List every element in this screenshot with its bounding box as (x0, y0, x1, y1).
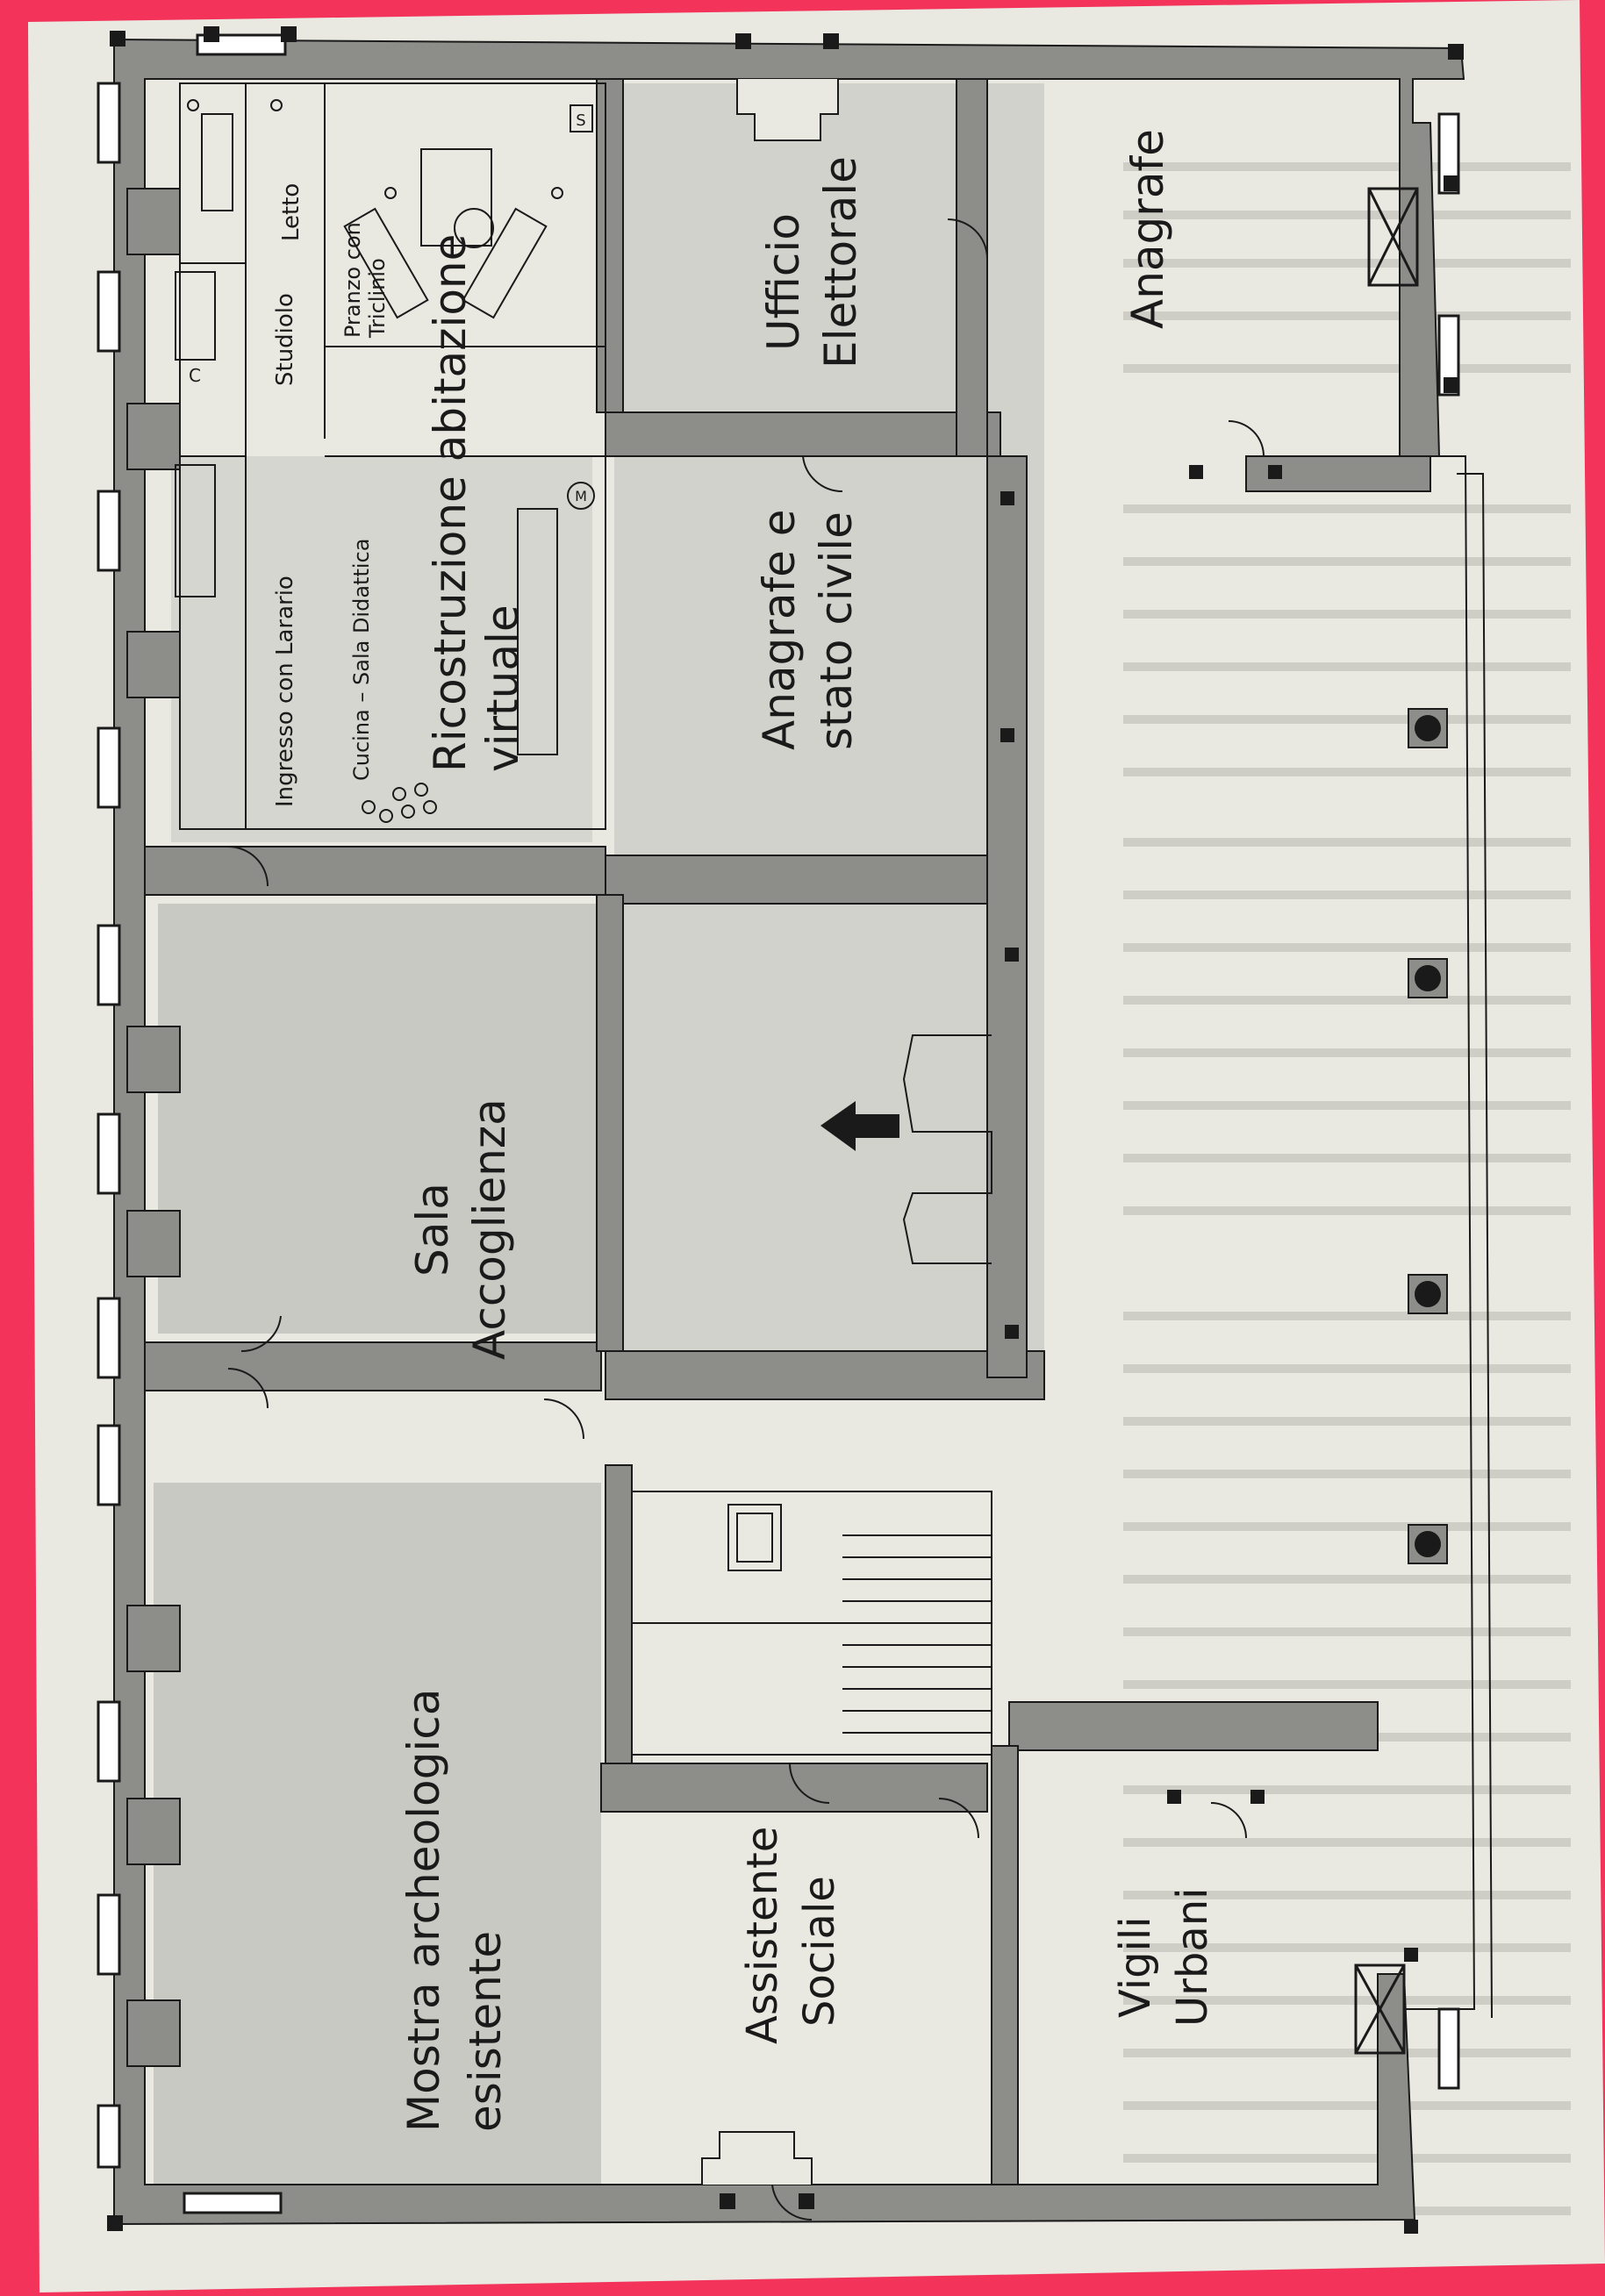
fireplaces (1354, 187, 1419, 2055)
column-icon (1415, 715, 1441, 741)
interior-walls (144, 78, 1431, 2185)
windows (97, 33, 1460, 2214)
marker-c: C (189, 365, 201, 386)
main-door (902, 1034, 992, 1264)
label-ufficio-1: Ufficio (758, 213, 809, 351)
column-icon (1415, 1281, 1441, 1307)
label-ingresso: Ingresso con Larario (272, 576, 298, 807)
label-sala-2: Accoglienza (464, 1098, 515, 1360)
label-ricostruzione-1: Ricostruzione abitazione (425, 234, 476, 772)
markers: S M C (189, 111, 587, 504)
label-mostra-2: esistente (460, 1931, 511, 2132)
label-assistente-2: Sociale (795, 1876, 844, 2027)
label-assistente-1: Assistente (738, 1827, 787, 2044)
label-studiolo: Studiolo (272, 293, 298, 386)
marker-m: M (575, 488, 587, 504)
label-pranzo-1: Pranzo con (340, 222, 365, 338)
label-ufficio-2: Elettorale (815, 156, 866, 368)
entry-bays (701, 79, 839, 2185)
label-anagrafe-stato-2: stato civile (811, 511, 862, 750)
room-labels: Ricostruzione abitazione virtuale Sala A… (398, 129, 1217, 2132)
entrance-arrow-icon (820, 1101, 899, 1151)
column-icon (1415, 1531, 1441, 1557)
pilasters (126, 188, 181, 2067)
label-vigili-1: Vigili (1111, 1916, 1160, 2018)
label-sala-1: Sala (407, 1183, 458, 1277)
portico-columns (1408, 708, 1448, 1564)
sub-room-labels: Ingresso con Larario Cucina – Sala Didat… (272, 183, 390, 807)
label-anagrafe-stato-1: Anagrafe e (754, 510, 805, 751)
label-letto: Letto (278, 183, 305, 241)
staircase (631, 1491, 992, 1756)
label-anagrafe: Anagrafe (1122, 129, 1173, 329)
label-ricostruzione-2: virtuale (477, 604, 528, 772)
label-vigili-2: Urbani (1168, 1887, 1217, 2027)
label-mostra-1: Mostra archeologica (398, 1689, 449, 2132)
label-pranzo-2: Triclinio (365, 258, 390, 339)
outer-walls (113, 38, 1465, 2226)
marker-s: S (576, 111, 585, 130)
virtual-house-layout (175, 82, 606, 830)
label-cucina: Cucina – Sala Didattica (349, 539, 374, 781)
portico (1404, 455, 1493, 2019)
column-icon (1415, 965, 1441, 991)
posts (107, 26, 1464, 2234)
doors (227, 82, 1265, 2221)
